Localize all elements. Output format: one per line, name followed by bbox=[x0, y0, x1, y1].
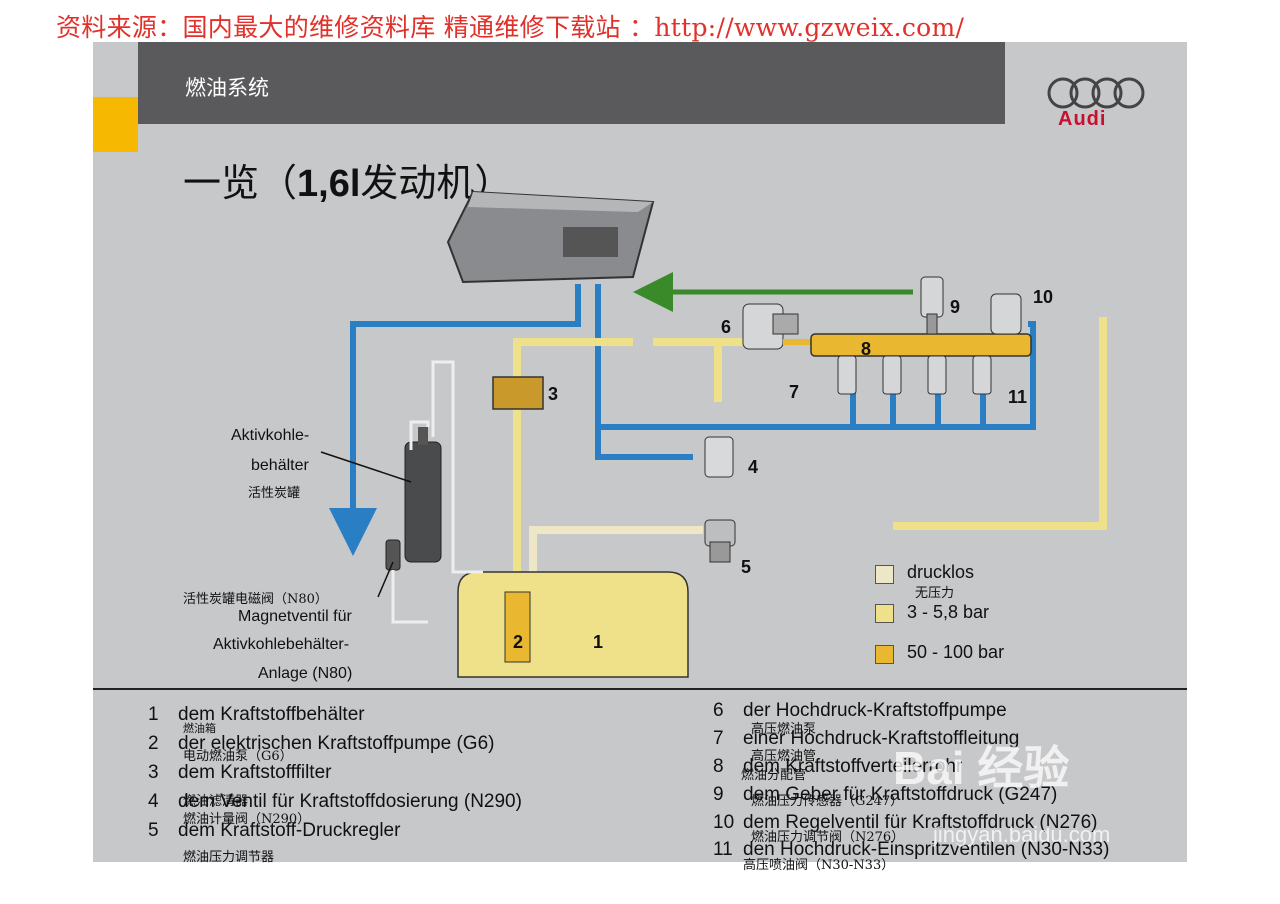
label-valve-de-1: Magnetventil für bbox=[238, 608, 352, 625]
list-item-cn: 燃油计量阀（N290） bbox=[183, 812, 311, 827]
baidu-watermark: Bai 经验 bbox=[893, 742, 1070, 794]
list-item-cn: 燃油压力调节阀（N276） bbox=[751, 830, 905, 845]
audi-wordmark: Audi bbox=[1058, 108, 1107, 130]
fuel-pressure-regulator bbox=[704, 519, 736, 563]
canister-leader-line bbox=[320, 451, 412, 483]
fuel-metering-valve bbox=[704, 436, 734, 478]
source-banner: 资料来源：国内最大的维修资料库 精通维修下载站 ：http://www.gzwe… bbox=[56, 13, 965, 42]
callout-11: 11 bbox=[1008, 387, 1028, 407]
pressureless-return-line bbox=[529, 526, 703, 572]
label-carbon-de-1: Aktivkohle- bbox=[231, 427, 310, 444]
valve-leader-line bbox=[377, 561, 394, 598]
legend-label-high: 50 - 100 bar bbox=[907, 642, 1005, 662]
callout-9: 9 bbox=[950, 297, 961, 317]
list-item-cn: 高压燃油泵 bbox=[751, 722, 817, 737]
list-item-cn: 燃油压力传感器（G247） bbox=[751, 794, 904, 809]
callout-1: 2 bbox=[513, 632, 524, 652]
high-pressure-pump bbox=[742, 303, 799, 350]
engine-control-unit bbox=[446, 190, 655, 284]
yellow-lines bbox=[513, 317, 1107, 572]
divider bbox=[93, 688, 1187, 690]
legend-swatch-high bbox=[875, 645, 894, 664]
header-title: 燃油系统 bbox=[185, 76, 269, 100]
callout-7: 7 bbox=[789, 382, 800, 402]
list-item-cn: 燃油滤清器 bbox=[183, 794, 249, 809]
callout-10: 10 bbox=[1033, 287, 1054, 307]
fuel-rail bbox=[810, 333, 1032, 357]
fuel-filter bbox=[492, 376, 544, 410]
accent-block bbox=[93, 97, 138, 152]
legend-cn-pressureless: 无压力 bbox=[915, 586, 955, 601]
fuel-tank bbox=[457, 571, 689, 678]
slide: 燃油系统 Audi 一览（1,6l发动机） bbox=[93, 42, 1187, 873]
label-carbon-cn: 活性炭罐 bbox=[248, 486, 301, 501]
legend-swatch-low bbox=[875, 604, 894, 623]
carbon-canister bbox=[404, 360, 483, 574]
baidu-watermark-url: jingyan.baidu.com bbox=[933, 822, 1111, 847]
callout-8: 8 bbox=[861, 339, 872, 359]
list-item-cn: 高压燃油管 bbox=[751, 749, 817, 764]
fuel-pressure-sender bbox=[920, 276, 944, 335]
label-carbon-de-2: behälter bbox=[251, 457, 309, 474]
list-item-cn: 电动燃油泵（G6） bbox=[183, 749, 293, 764]
list-item-cn: 燃油分配管 bbox=[741, 768, 807, 783]
label-valve-de-3: Anlage (N80) bbox=[258, 665, 353, 682]
list-item-cn: 高压喷油阀（N30-N33） bbox=[743, 858, 895, 873]
label-valve-de-2: Aktivkohlebehälter- bbox=[213, 636, 350, 653]
legend-swatch-pressureless bbox=[875, 565, 894, 584]
header-bar bbox=[138, 42, 1005, 124]
fuel-system-diagram bbox=[320, 190, 1107, 678]
legend-label-pressureless: drucklos bbox=[907, 562, 975, 582]
carbon-canister-valve bbox=[385, 539, 428, 624]
list-item-cn: 燃油箱 bbox=[183, 722, 216, 735]
audi-rings-logo bbox=[1047, 77, 1145, 109]
pressure-regulating-valve bbox=[990, 293, 1022, 335]
injectors bbox=[837, 355, 992, 395]
callout-2-tank: 1 bbox=[593, 632, 604, 652]
label-valve-cn: 活性炭罐电磁阀（N80） bbox=[183, 592, 328, 607]
callout-3: 3 bbox=[548, 384, 559, 404]
callout-5: 5 bbox=[741, 557, 752, 577]
list-item-cn: 燃油压力调节器 bbox=[183, 850, 275, 865]
callout-6: 6 bbox=[721, 317, 732, 337]
legend-label-low: 3 - 5,8 bar bbox=[907, 602, 990, 622]
callout-4: 4 bbox=[748, 457, 759, 477]
